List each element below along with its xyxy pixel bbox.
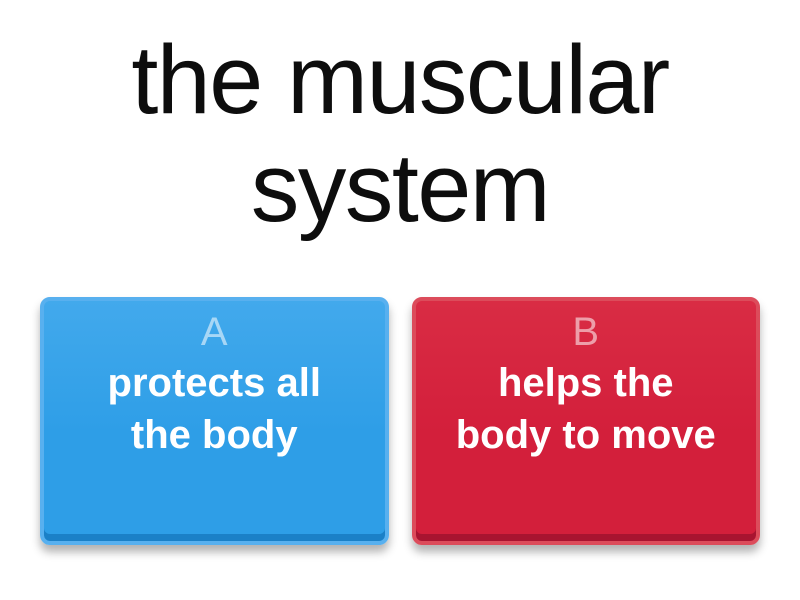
choice-b-answer-text: helps the body to move (455, 361, 716, 457)
choice-b-letter-label: B (572, 310, 600, 354)
choice-a-button[interactable]: A protects all the body (40, 297, 389, 545)
answer-choices-row: A protects all the body B helps the body… (40, 297, 760, 545)
question-title: the muscular system (131, 25, 670, 242)
choice-b-button[interactable]: B helps the body to move (411, 297, 760, 545)
choice-a-answer-text: protects all the body (107, 361, 321, 457)
choice-a-letter-label: A (200, 310, 228, 354)
